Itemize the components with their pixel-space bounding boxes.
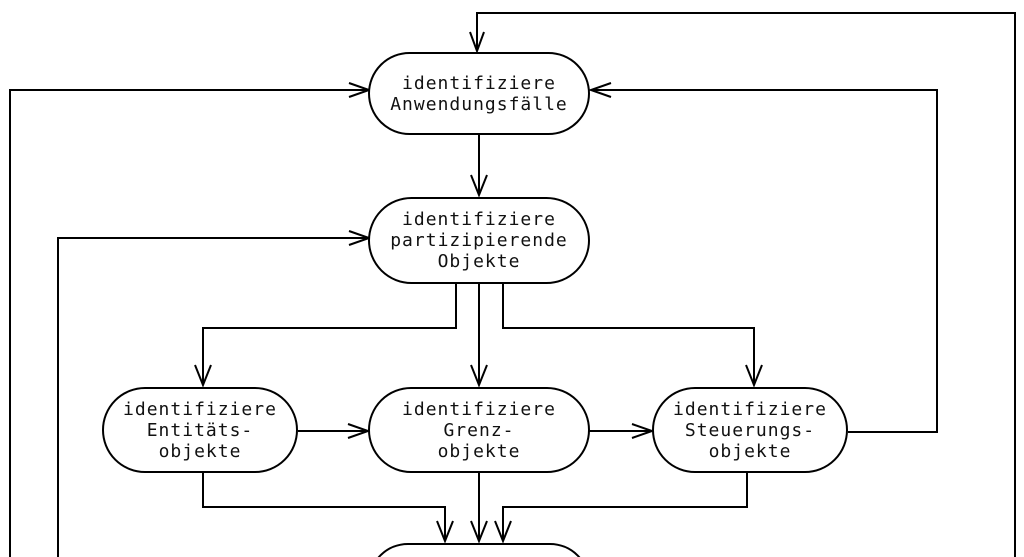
arrowhead-down-anwendungsfaelle-top: [469, 31, 485, 54]
node-identifiziere-entitaetsobjekte: identifiziere Entitäts- objekte: [102, 387, 298, 473]
edge-partizipierende-to-entitaets: [202, 284, 457, 385]
arrowhead-down-bottom-left: [436, 520, 454, 544]
node-label-entitaetsobjekte: identifiziere Entitäts- objekte: [123, 398, 277, 462]
arrowhead-down-grenz-top: [470, 364, 488, 388]
arrowhead-down-partizipierende-top: [470, 174, 488, 198]
arrowhead-down-steuerungs-top: [745, 364, 763, 388]
edge-steuerungs-to-bottom: [502, 473, 748, 541]
node-label-partizipierende-objekte: identifiziere partizipierende Objekte: [390, 209, 568, 272]
node-label-grenzobjekte: identifiziere Grenz- objekte: [402, 398, 556, 462]
node-label-steuerungsobjekte: identifiziere Steuerungs- objekte: [673, 398, 827, 462]
arrowhead-left-anwendungsfaelle-right: [587, 82, 612, 98]
node-identifiziere-anwendungsfaelle: identifiziere Anwendungsfälle: [368, 52, 590, 135]
node-identifiziere-steuerungsobjekte: identifiziere Steuerungs- objekte: [652, 387, 848, 473]
edge-bottom-to-anwendungsfaelle: [476, 12, 1016, 557]
arrowhead-down-bottom-middle: [470, 520, 488, 544]
node-identifiziere-partizipierende-objekte: identifiziere partizipierende Objekte: [368, 197, 590, 284]
edge-steuerungs-to-anwendungsfaelle: [591, 89, 938, 433]
arrowhead-down-bottom-right: [494, 520, 512, 544]
node-label-anwendungsfaelle: identifiziere Anwendungsfälle: [390, 72, 568, 115]
edge-partizipierende-to-steuerungs: [502, 284, 755, 385]
edge-leftloop-to-partizipierende: [57, 237, 369, 557]
edge-entitaets-to-bottom: [202, 473, 446, 541]
node-bottom-partial: [368, 543, 590, 557]
edge-leftloop-to-anwendungsfaelle: [9, 89, 369, 557]
node-identifiziere-grenzobjekte: identifiziere Grenz- objekte: [368, 387, 590, 473]
arrowhead-down-entitaets-top: [194, 364, 212, 388]
